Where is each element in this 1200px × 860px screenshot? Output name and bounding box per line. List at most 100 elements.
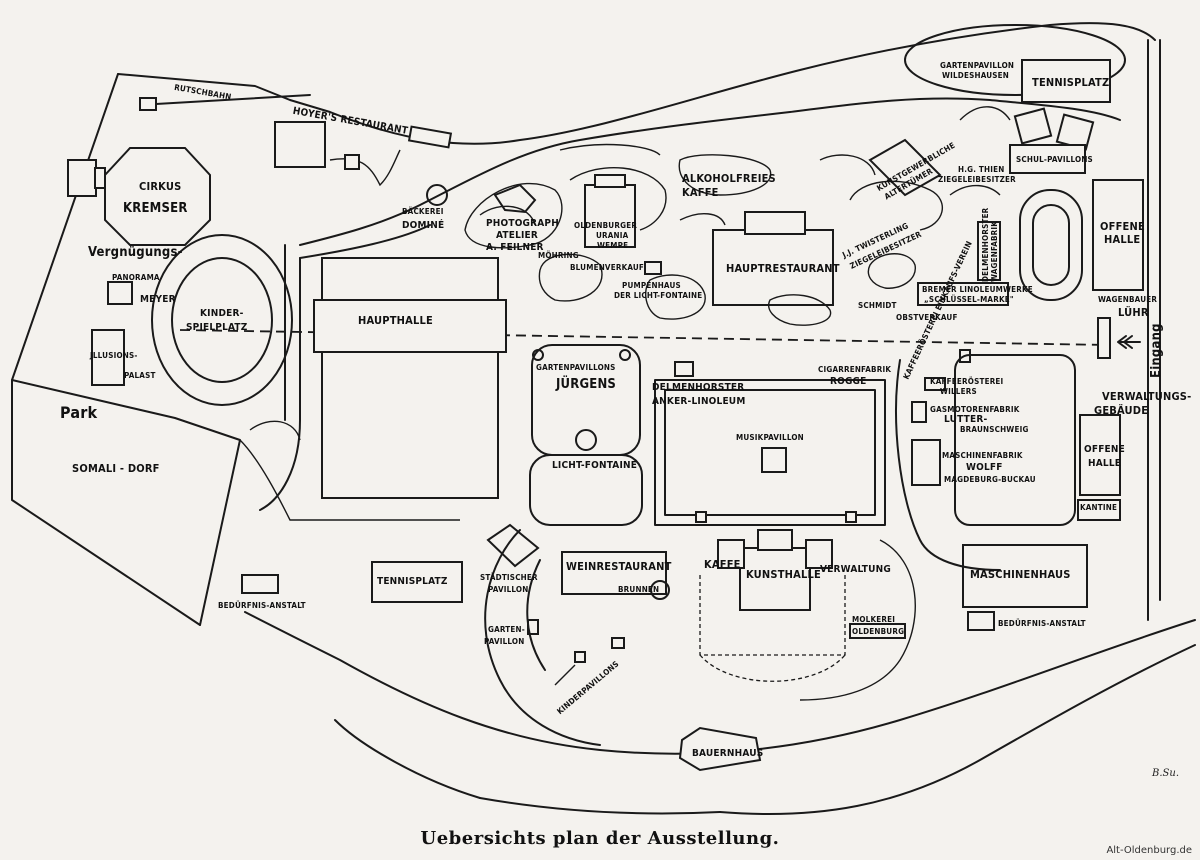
- label-maschinenhaus: MASCHINENHAUS: [970, 568, 1071, 581]
- label-offene-ne: OFFENE: [1100, 220, 1145, 233]
- urania-building: [584, 174, 636, 248]
- dashed-kunsthalle-outline: [699, 575, 846, 682]
- label-braunschweig: BRAUNSCHWEIG: [960, 425, 1029, 434]
- offene-halle-ne-building: [1092, 179, 1144, 291]
- site-boundary: [11, 22, 1196, 816]
- label-gasmotorenfabrik: GASMOTORENFABRIK: [930, 405, 1020, 414]
- label-verwaltung: VERWALTUNG: [820, 564, 891, 575]
- label-haupthalle: HAUPTHALLE: [358, 314, 433, 327]
- musikpavillon-square: [654, 379, 886, 526]
- label-pavillon-s: PAVILLON: [484, 637, 524, 646]
- map-title: Uebersichts plan der Ausstellung.: [420, 828, 780, 849]
- label-park: Park: [60, 403, 98, 422]
- staedtischer-pavillon-building: [486, 523, 540, 568]
- label-delmenhorster-anker: DELMENHORSTER: [652, 382, 744, 393]
- label-illusions: JLLUSIONS-: [89, 351, 138, 360]
- label-garten-s: GARTEN-: [488, 625, 525, 634]
- label-wempe: WEMPE: [597, 241, 628, 250]
- label-alkoholfreies: ALKOHOLFREIES: [682, 172, 776, 185]
- cirkus-building: [67, 147, 211, 246]
- label-licht-fontaine-pump: DER LICHT-FONTAINE: [614, 291, 702, 300]
- hoyers-restaurant-building: [274, 121, 453, 187]
- east-buildings: [911, 349, 1121, 526]
- label-pavillon-staedt: PAVILLON: [488, 585, 528, 594]
- label-rutschbahn: RUTSCHBAHN: [174, 83, 233, 102]
- label-magdeburg-buckau: MAGDEBURG-BUCKAU: [944, 475, 1036, 484]
- label-meyer: MEYER: [140, 294, 176, 305]
- label-baeckerei: BÄCKEREI: [402, 206, 444, 216]
- label-halle-ne: HALLE: [1104, 233, 1140, 246]
- brunnen-fountain: [650, 580, 670, 600]
- label-kaffe-north: KAFFE: [682, 186, 719, 199]
- eingang-gate: [1097, 317, 1141, 359]
- north-path: [259, 97, 1121, 511]
- kunstgewerbliche-building: [868, 138, 942, 197]
- watermark: Alt-Oldenburg.de: [1106, 845, 1192, 856]
- hauptrestaurant-building: [712, 211, 834, 306]
- label-bauernhaus: BAUERNHAUS: [692, 748, 763, 759]
- molkerei-building: [849, 623, 906, 639]
- label-licht-fontaine: LICHT-FONTAINE: [552, 460, 637, 471]
- baeckerei-building: [426, 184, 448, 206]
- north-islands: [464, 143, 876, 326]
- label-wolff: WOLFF: [966, 462, 1003, 473]
- label-luehr: LÜHR: [1118, 305, 1149, 319]
- illusionspalast-building: [91, 329, 125, 386]
- label-musikpavillon: MUSIKPAVILLON: [736, 433, 804, 442]
- label-kunsthalle: KUNSTHALLE: [746, 568, 821, 581]
- maschinenhaus-building: [962, 544, 1088, 608]
- label-hg-thien-ziegelei: ZIEGELEIBESITZER: [938, 175, 1016, 184]
- weinrestaurant-building: [561, 551, 667, 595]
- label-offene-e: OFFENE: [1084, 444, 1125, 455]
- label-brunnen: BRUNNEN: [618, 585, 659, 594]
- label-kremser: KREMSER: [123, 201, 188, 216]
- schul-pavillons-building: [1009, 107, 1095, 174]
- label-willers: WILLERS: [940, 387, 977, 396]
- label-cirkus: CIRKUS: [139, 180, 181, 193]
- tennisplatz-sw-court: [371, 561, 463, 603]
- label-weinrestaurant: WEINRESTAURANT: [566, 560, 672, 573]
- label-juergens: JÜRGENS: [555, 376, 616, 392]
- label-atelier: ATELIER: [496, 230, 538, 241]
- pumpenhaus-building: [644, 261, 662, 275]
- label-oldenburg: OLDENBURG: [852, 627, 904, 636]
- label-verwaltungs: VERWALTUNGS-: [1102, 390, 1191, 403]
- beduerfnis-w-building: [241, 574, 279, 594]
- label-pumpenhaus: PUMPENHAUS: [622, 281, 681, 290]
- photograph-atelier-building: [493, 183, 537, 214]
- label-gartenpavillons: GARTENPAVILLONS: [536, 363, 616, 372]
- label-kantine: KANTINE: [1080, 503, 1117, 512]
- label-blumenverkauf: BLUMENVERKAUF: [570, 263, 644, 272]
- panorama-building: [107, 281, 133, 305]
- label-kinderpavillons: KINDERPAVILLONS: [555, 659, 620, 716]
- gartenpavillon-wildeshausen-building: [904, 24, 1126, 96]
- label-oldenburger: OLDENBURGER: [574, 221, 637, 230]
- label-kaffeerosterei: KAFFEERÖSTEREI: [930, 376, 1004, 386]
- label-wagenbauer: WAGENBAUER: [1098, 295, 1157, 304]
- label-palast: PALAST: [124, 371, 156, 380]
- label-tennisplatz-sw: TENNISPLATZ: [377, 576, 448, 587]
- label-hg-thien: H.G. THIEN: [958, 165, 1004, 174]
- label-photograph: PHOTOGRAPH: [486, 218, 559, 229]
- label-feilner: A. FEILNER: [486, 242, 544, 253]
- anker-linoleum-building: [674, 361, 694, 377]
- label-molkerei: MOLKEREI: [852, 615, 895, 624]
- label-beduerfnis-e: BEDÜRFNIS-ANSTALT: [998, 618, 1086, 628]
- label-tennisplatz-ne: TENNISPLATZ: [1032, 76, 1109, 89]
- label-moehring: MÖHRING: [538, 250, 579, 260]
- park-area: [11, 379, 241, 626]
- label-obstverkauf: OBSTVERKAUF: [896, 313, 958, 322]
- label-lutter: LUTTER-: [944, 414, 987, 425]
- label-schluessel-marke: „SCHLÜSSEL-MARKE": [924, 294, 1014, 304]
- kinderpavillons-building: [554, 637, 625, 686]
- label-eingang: Eingang: [1149, 323, 1164, 378]
- gartenpavillons-juergens-area: [531, 344, 641, 456]
- ne-islands: [849, 106, 1011, 289]
- label-somali-dorf: SOMALI - DORF: [72, 462, 160, 475]
- kunsthalle-building: [717, 529, 833, 611]
- se-paths: [239, 359, 1001, 746]
- label-delmenhorster-wagen: DELMENHORSTER: [981, 207, 990, 282]
- label-maschinenfabrik: MASCHINENFABRIK: [942, 451, 1023, 460]
- label-anker-linoleum: ANKER-LINOLEUM: [652, 396, 745, 407]
